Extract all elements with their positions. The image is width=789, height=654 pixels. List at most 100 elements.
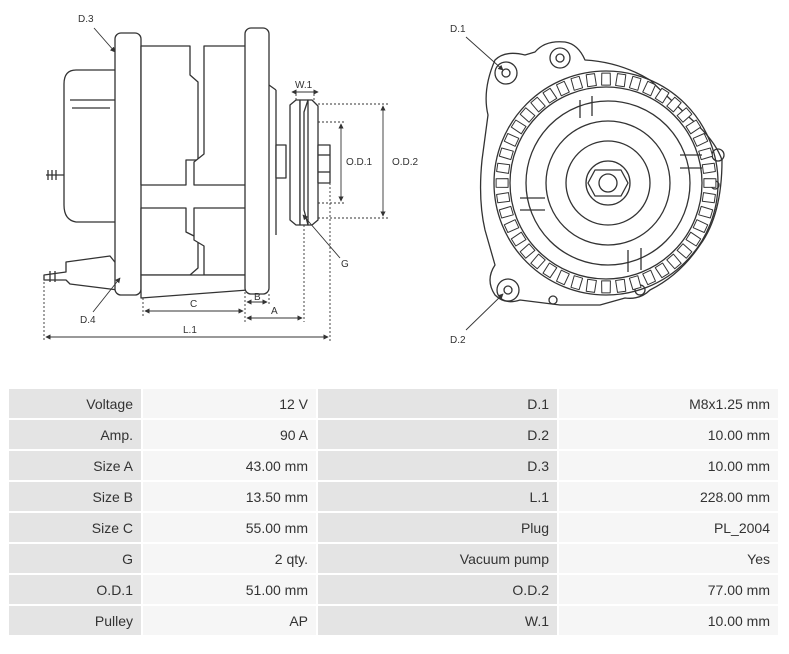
table-row: Size A 43.00 mm D.3 10.00 mm bbox=[9, 451, 778, 480]
vent-slot bbox=[628, 275, 642, 291]
spec-value: 10.00 mm bbox=[559, 420, 778, 449]
vent-slot bbox=[503, 133, 520, 147]
vent-slot bbox=[556, 269, 570, 286]
spec-label: Size C bbox=[9, 513, 141, 542]
vent-slot bbox=[676, 107, 693, 123]
spec-label: D.2 bbox=[318, 420, 557, 449]
vent-slot bbox=[495, 178, 509, 188]
table-row: Size B 13.50 mm L.1 228.00 mm bbox=[9, 482, 778, 511]
table-row: O.D.1 51.00 mm O.D.2 77.00 mm bbox=[9, 575, 778, 604]
label-w1: W.1 bbox=[295, 80, 313, 91]
spec-value: M8x1.25 mm bbox=[559, 389, 778, 418]
front-view bbox=[479, 41, 725, 306]
vent-slot bbox=[701, 162, 716, 174]
vent-slot bbox=[692, 133, 709, 147]
spec-label: D.3 bbox=[318, 451, 557, 480]
spec-label: O.D.1 bbox=[9, 575, 141, 604]
vent-slot bbox=[666, 96, 682, 113]
spec-label: O.D.2 bbox=[318, 575, 557, 604]
spec-label: Amp. bbox=[9, 420, 141, 449]
vent-slot bbox=[615, 278, 627, 293]
spec-value: 77.00 mm bbox=[559, 575, 778, 604]
spec-value: 43.00 mm bbox=[143, 451, 316, 480]
side-dimensions bbox=[43, 27, 388, 342]
spec-value: PL_2004 bbox=[559, 513, 778, 542]
vent-slot bbox=[519, 243, 536, 259]
spec-label: G bbox=[9, 544, 141, 573]
spec-label: L.1 bbox=[318, 482, 557, 511]
spec-value: 51.00 mm bbox=[143, 575, 316, 604]
vent-slot bbox=[601, 280, 611, 294]
spec-label: W.1 bbox=[318, 606, 557, 635]
vent-slot bbox=[585, 73, 597, 88]
vent-slot bbox=[654, 262, 670, 279]
alternator-diagram: D.3 D.4 W.1 O.D.1 O.D.2 G C B A L.1 bbox=[43, 14, 725, 346]
label-d1: D.1 bbox=[450, 24, 466, 35]
vent-slot bbox=[628, 75, 642, 91]
vent-slot bbox=[642, 269, 656, 286]
label-l1: L.1 bbox=[183, 325, 197, 336]
label-d4: D.4 bbox=[80, 315, 96, 326]
front-dimensions bbox=[465, 36, 504, 331]
table-row: Voltage 12 V D.1 M8x1.25 mm bbox=[9, 389, 778, 418]
spec-value: 228.00 mm bbox=[559, 482, 778, 511]
vent-slot bbox=[685, 119, 702, 135]
vent-slot bbox=[496, 192, 511, 204]
vent-slot bbox=[685, 231, 702, 247]
table-row: Pulley AP W.1 10.00 mm bbox=[9, 606, 778, 635]
vent-slot bbox=[570, 275, 584, 291]
vent-slot bbox=[519, 107, 536, 123]
spec-label: Size B bbox=[9, 482, 141, 511]
spec-label: Pulley bbox=[9, 606, 141, 635]
spec-label: Size A bbox=[9, 451, 141, 480]
vent-slot bbox=[496, 162, 511, 174]
vent-slot bbox=[556, 80, 570, 97]
table-row: Amp. 90 A D.2 10.00 mm bbox=[9, 420, 778, 449]
vent-slot bbox=[542, 262, 558, 279]
table-row: G 2 qty. Vacuum pump Yes bbox=[9, 544, 778, 573]
vent-slot bbox=[642, 80, 656, 97]
vent-slot bbox=[666, 253, 682, 270]
spec-value: 55.00 mm bbox=[143, 513, 316, 542]
label-b: B bbox=[254, 292, 261, 303]
vent-slot bbox=[570, 75, 584, 91]
vent-slot bbox=[498, 205, 514, 219]
spec-label: Voltage bbox=[9, 389, 141, 418]
vent-slot bbox=[498, 147, 514, 161]
spec-label: Vacuum pump bbox=[318, 544, 557, 573]
vent-slot bbox=[692, 219, 709, 233]
vent-slot bbox=[676, 243, 693, 259]
spec-table: Voltage 12 V D.1 M8x1.25 mm Amp. 90 A D.… bbox=[7, 387, 780, 637]
spec-value: 10.00 mm bbox=[559, 451, 778, 480]
vent-slot bbox=[601, 72, 611, 86]
vent-slot bbox=[703, 178, 717, 188]
vent-slot bbox=[503, 219, 520, 233]
spec-label: Plug bbox=[318, 513, 557, 542]
vent-slot bbox=[542, 87, 558, 104]
label-g: G bbox=[341, 259, 349, 270]
vent-slot bbox=[510, 231, 527, 247]
label-od2: O.D.2 bbox=[392, 157, 419, 168]
vent-slot bbox=[530, 253, 546, 270]
vent-slot bbox=[698, 205, 714, 219]
label-d2: D.2 bbox=[450, 335, 466, 346]
vent-slot bbox=[585, 278, 597, 293]
spec-value: 12 V bbox=[143, 389, 316, 418]
spec-value: 90 A bbox=[143, 420, 316, 449]
spec-value: Yes bbox=[559, 544, 778, 573]
spec-value: 10.00 mm bbox=[559, 606, 778, 635]
spec-value: 13.50 mm bbox=[143, 482, 316, 511]
vent-slot bbox=[701, 192, 716, 204]
spec-value: 2 qty. bbox=[143, 544, 316, 573]
vent-slot bbox=[698, 147, 714, 161]
spec-value: AP bbox=[143, 606, 316, 635]
side-view bbox=[43, 27, 331, 299]
label-c: C bbox=[190, 299, 197, 310]
vent-slot bbox=[615, 73, 627, 88]
vent-slot bbox=[654, 87, 670, 104]
vent-slot bbox=[510, 119, 527, 135]
table-row: Size C 55.00 mm Plug PL_2004 bbox=[9, 513, 778, 542]
spec-label: D.1 bbox=[318, 389, 557, 418]
label-a: A bbox=[271, 306, 278, 317]
label-d3: D.3 bbox=[78, 14, 94, 25]
